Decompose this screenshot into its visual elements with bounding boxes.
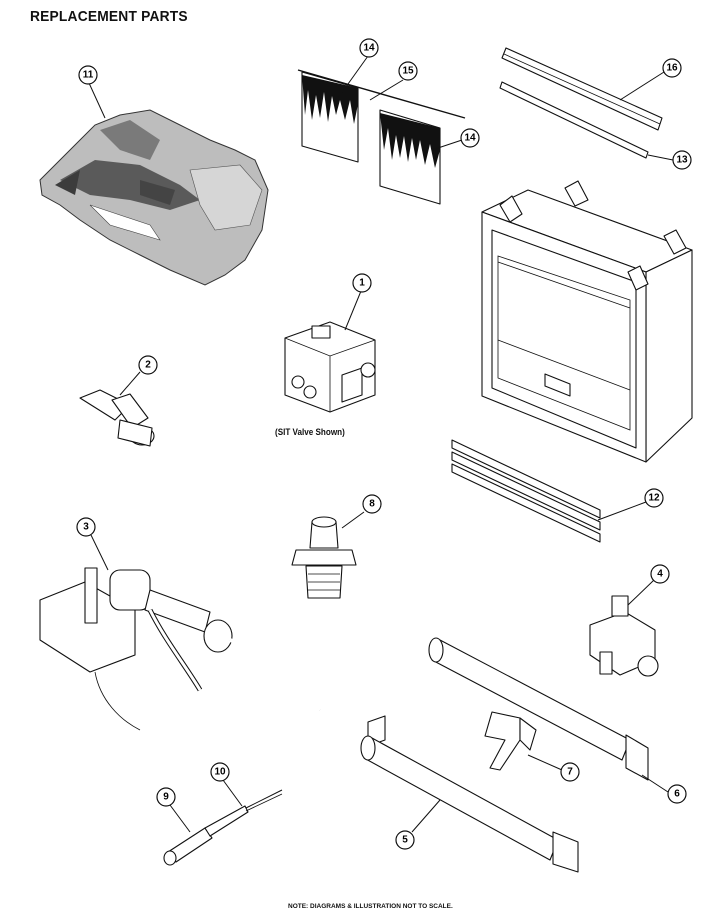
- rail-set-12: [451, 439, 601, 543]
- fitting-part: [79, 389, 155, 447]
- callout-1: 1: [352, 273, 372, 293]
- callout-5: 5: [395, 830, 415, 850]
- burner-tube-6: [428, 637, 649, 781]
- svg-text:7: 7: [567, 767, 573, 778]
- callout-12: 12: [644, 488, 664, 508]
- callout-14-right: 14: [460, 128, 480, 148]
- callout-3: 3: [76, 517, 96, 537]
- igniter-part: [163, 789, 283, 866]
- svg-text:6: 6: [674, 789, 680, 800]
- orifice-part: [291, 516, 357, 599]
- callout-10: 10: [210, 762, 230, 782]
- callout-8: 8: [362, 494, 382, 514]
- svg-text:11: 11: [83, 70, 94, 81]
- svg-text:4: 4: [657, 569, 663, 580]
- svg-text:14: 14: [464, 133, 476, 144]
- shutoff-valve-part: [589, 595, 659, 677]
- callout-2: 2: [138, 355, 158, 375]
- callout-11: 11: [78, 65, 98, 85]
- callout-16: 16: [662, 58, 682, 78]
- svg-text:15: 15: [402, 66, 414, 77]
- screen-curtain-part: [297, 69, 466, 205]
- firebox-assembly: [481, 180, 693, 463]
- svg-text:3: 3: [83, 522, 89, 533]
- callout-7: 7: [560, 762, 580, 782]
- svg-text:12: 12: [648, 493, 660, 504]
- bracket-part-7: [484, 711, 537, 771]
- gas-valve-part: [284, 321, 376, 413]
- callout-6: 6: [667, 784, 687, 804]
- callout-13: 13: [672, 150, 692, 170]
- callout-9: 9: [156, 787, 176, 807]
- trim-strip-16: [501, 47, 663, 131]
- svg-text:1: 1: [359, 278, 365, 289]
- svg-text:10: 10: [214, 767, 226, 778]
- svg-text:13: 13: [676, 155, 688, 166]
- svg-text:8: 8: [369, 499, 375, 510]
- valve-caption: (SIT Valve Shown): [275, 427, 345, 437]
- svg-text:16: 16: [666, 63, 678, 74]
- callout-15: 15: [398, 61, 418, 81]
- page-title: REPLACEMENT PARTS: [30, 8, 188, 25]
- log-set-part: [39, 109, 269, 286]
- callout-14-top: 14: [359, 38, 379, 58]
- svg-text:2: 2: [145, 360, 151, 371]
- svg-text:9: 9: [163, 792, 169, 803]
- pilot-assembly-part: [39, 567, 322, 731]
- svg-text:5: 5: [402, 835, 408, 846]
- scale-note: NOTE: DIAGRAMS & ILLUSTRATION NOT TO SCA…: [288, 903, 453, 910]
- burner-tube-5: [360, 715, 579, 873]
- trim-strip-13: [499, 81, 649, 159]
- svg-text:14: 14: [363, 43, 375, 54]
- callout-4: 4: [650, 564, 670, 584]
